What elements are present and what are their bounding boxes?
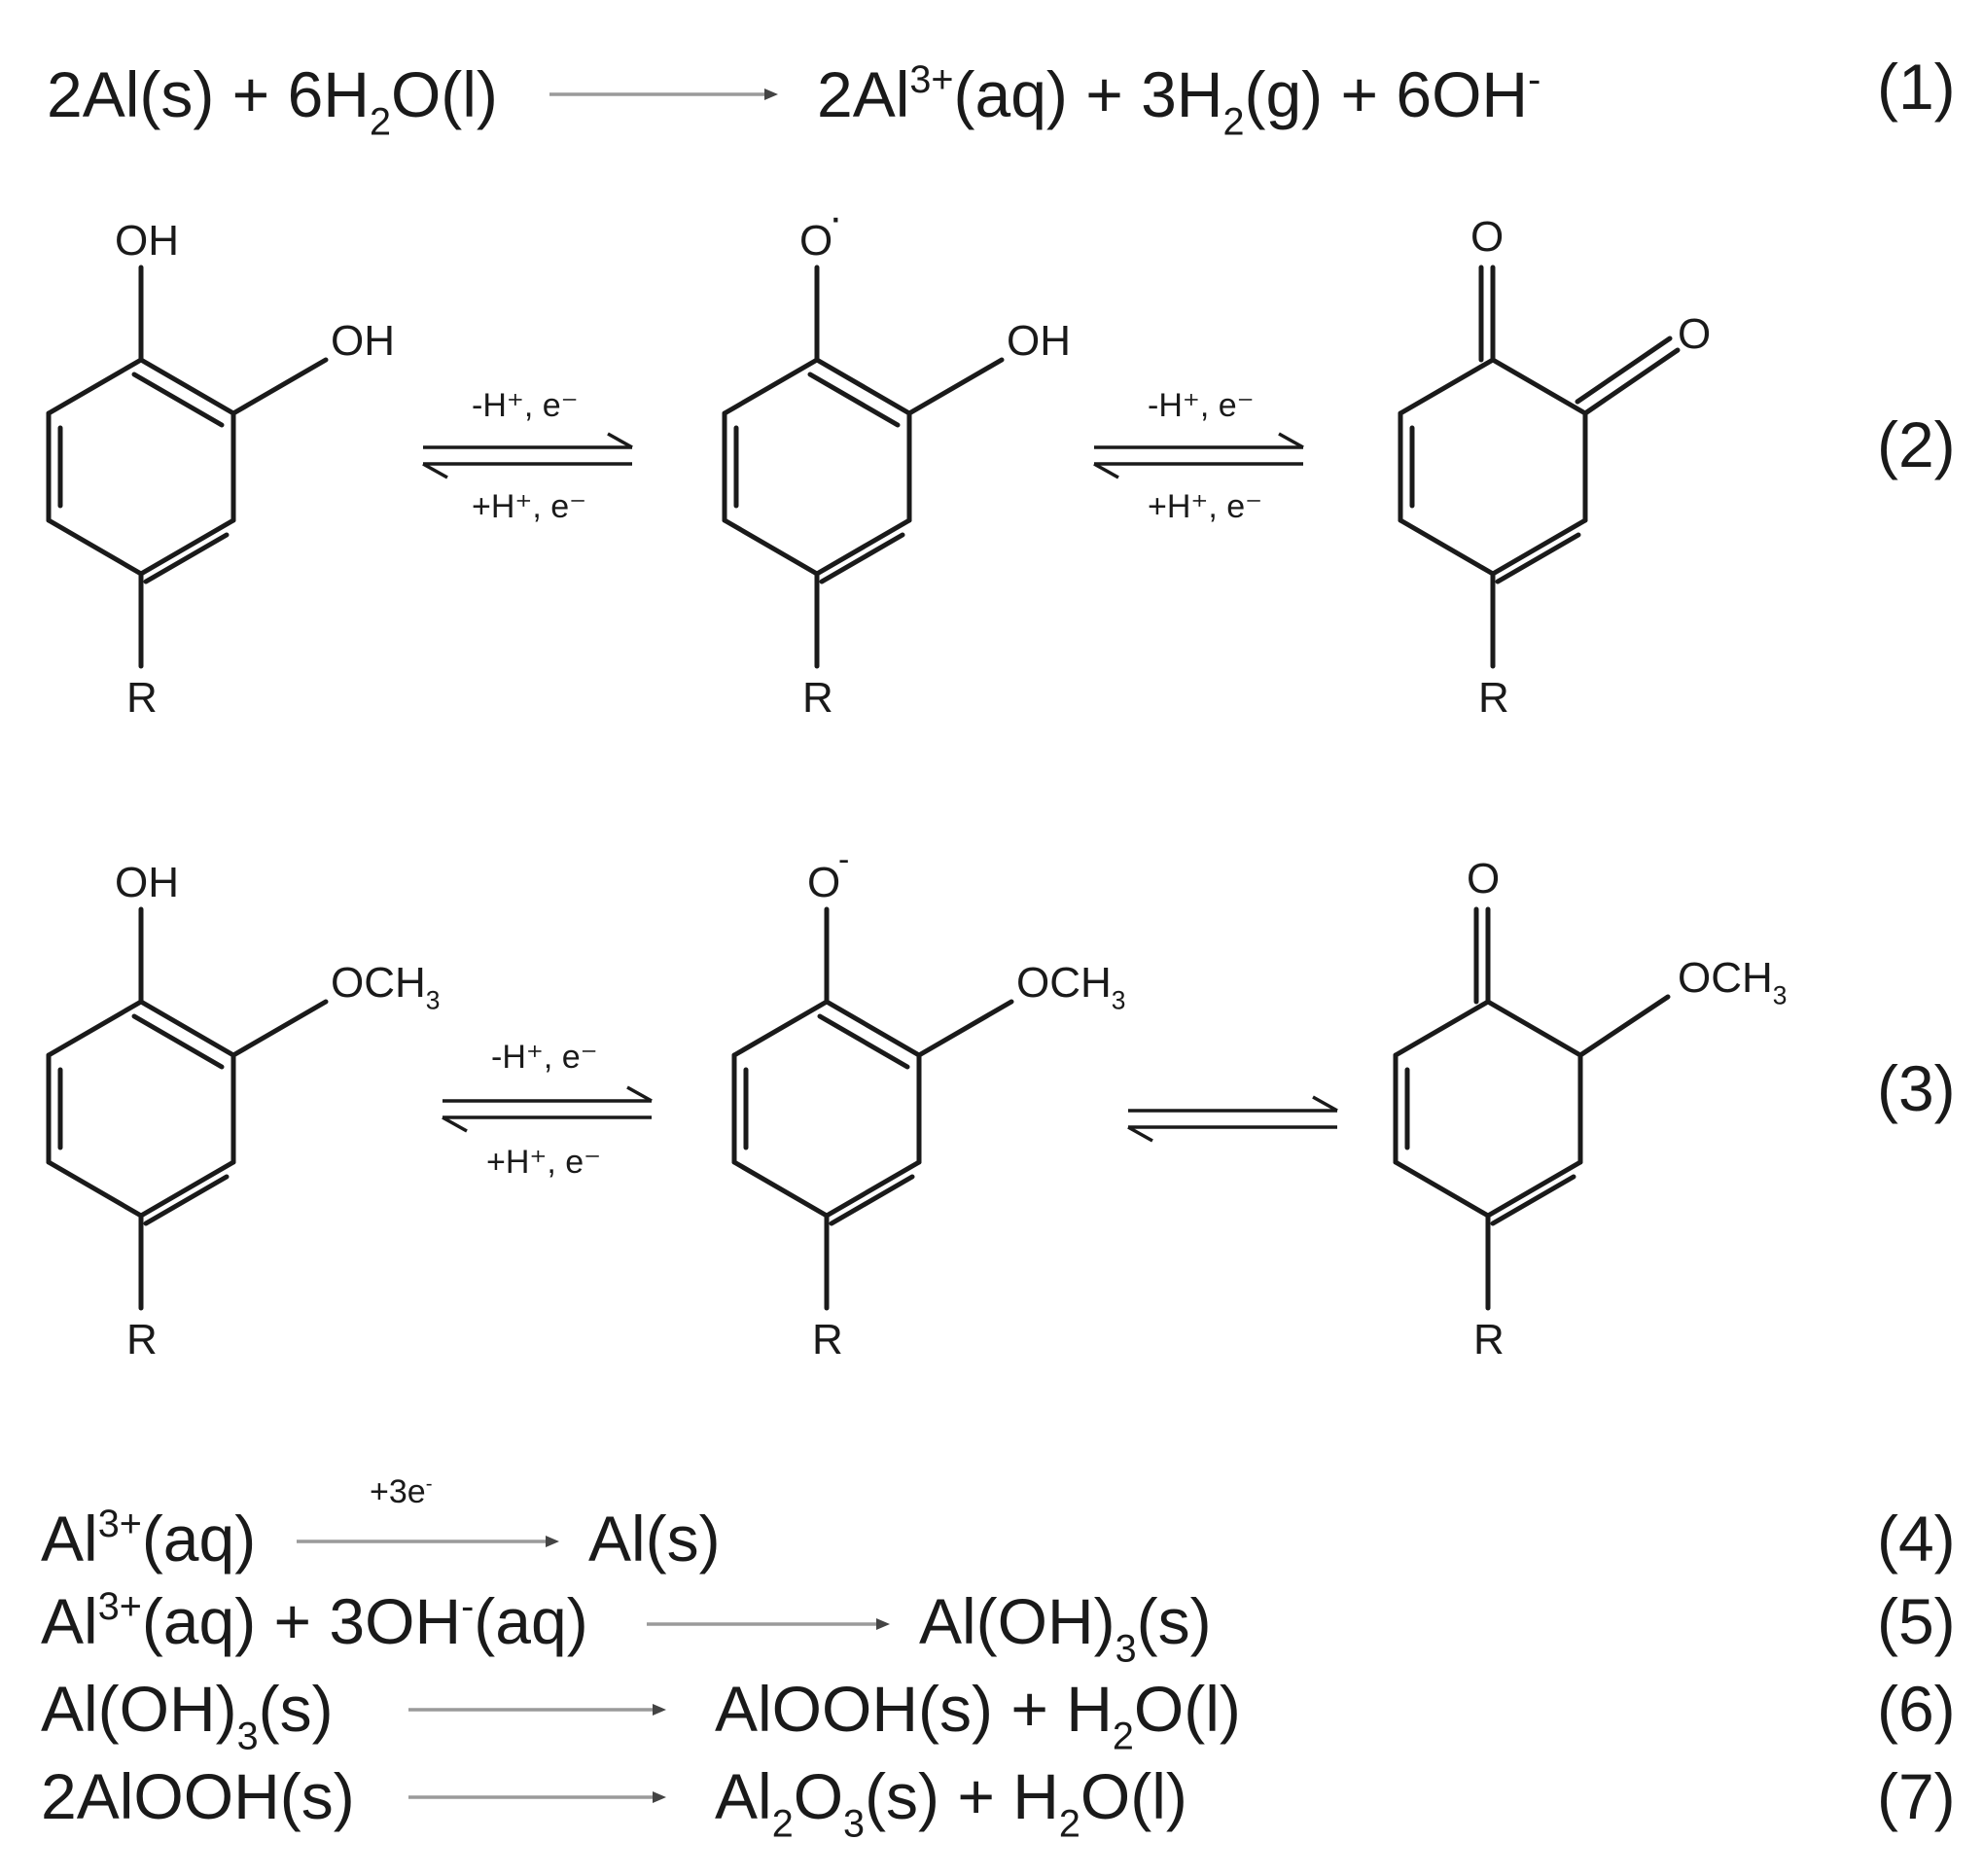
equation-5: Al3+(aq) + 3OH-(aq) Al(OH)3(s) (5)	[41, 1585, 1956, 1671]
equation-3: OH OCH3 R -H⁺, e⁻ +H⁺, e⁻	[46, 841, 1956, 1363]
eq6-number: (6)	[1877, 1673, 1956, 1745]
eq2-mol2-r: R	[802, 674, 833, 722]
eq3-mol3-r: R	[1473, 1316, 1505, 1363]
eq3-mol3-och3: OCH3	[1678, 954, 1787, 1009]
eq2-catechol: OH OH R	[46, 217, 395, 722]
eq2-quinone: O O R	[1398, 213, 1711, 722]
eq6-arrowhead	[653, 1704, 666, 1716]
eq7-reactants: 2AlOOH(s)	[41, 1760, 355, 1832]
eq3-label1-top: -H⁺, e⁻	[491, 1039, 598, 1076]
eq6-products: AlOOH(s) + H2O(l)	[715, 1673, 1241, 1757]
eq5-products: Al(OH)3(s)	[919, 1585, 1212, 1670]
eq3-mol2-och3: OCH3	[1016, 959, 1125, 1014]
eq1-products: 2Al3+(aq) + 3H2(g) + 6OH-	[817, 58, 1540, 144]
eq3-mol2-r: R	[812, 1316, 843, 1363]
eq3-mol1-oh-top: OH	[115, 859, 179, 906]
eq2-mol1-r: R	[126, 674, 158, 722]
eq2-semiquinone: O · OH R	[722, 194, 1071, 722]
eq4-number: (4)	[1877, 1503, 1956, 1575]
eq6-reactants: Al(OH)3(s)	[41, 1673, 334, 1757]
eq2-mol3-o-top: O	[1470, 213, 1504, 261]
eq2-mol1-oh-side: OH	[331, 317, 395, 365]
eq2-label1-bottom: +H⁺, e⁻	[472, 488, 586, 525]
equation-7: 2AlOOH(s) Al2O3(s) + H2O(l) (7)	[41, 1760, 1956, 1845]
eq5-arrowhead	[876, 1618, 890, 1630]
eq3-mol1-och3: OCH3	[331, 959, 440, 1014]
eq2-mol2-radical: ·	[829, 194, 843, 241]
eq4-products: Al(s)	[588, 1503, 721, 1575]
eq3-mol2-charge: -	[838, 841, 849, 878]
eq3-equilibrium-arrow-2	[1127, 1095, 1338, 1143]
eq1-number: (1)	[1877, 51, 1956, 123]
eq2-label1-top: -H⁺, e⁻	[472, 387, 579, 424]
eq2-mol2-oh-side: OH	[1007, 317, 1071, 365]
eq4-arrow-label: +3e-	[370, 1473, 432, 1510]
eq3-mol1-r: R	[126, 1316, 158, 1363]
equation-6: Al(OH)3(s) AlOOH(s) + H2O(l) (6)	[41, 1673, 1956, 1757]
eq1-arrowhead	[764, 88, 778, 100]
eq2-equilibrium-arrow-1: -H⁺, e⁻ +H⁺, e⁻	[422, 387, 633, 525]
eq7-number: (7)	[1877, 1760, 1956, 1832]
eq3-mol2-o-top: O	[807, 859, 840, 906]
eq3-dienone: O OCH3 R	[1393, 855, 1787, 1363]
eq2-equilibrium-arrow-2: -H⁺, e⁻ +H⁺, e⁻	[1093, 387, 1304, 525]
eq2-mol3-o-side: O	[1678, 310, 1711, 358]
eq2-number: (2)	[1877, 408, 1956, 480]
eq5-number: (5)	[1877, 1585, 1956, 1657]
eq5-reactants: Al3+(aq) + 3OH-(aq)	[41, 1585, 588, 1657]
eq2-mol3-r: R	[1478, 674, 1509, 722]
eq3-label1-bottom: +H⁺, e⁻	[486, 1144, 601, 1181]
eq7-arrowhead	[653, 1791, 666, 1803]
equation-4: Al3+(aq) +3e- Al(s) (4)	[41, 1473, 1956, 1575]
eq2-mol2-o-top: O	[799, 217, 832, 265]
eq3-equilibrium-arrow-1: -H⁺, e⁻ +H⁺, e⁻	[442, 1039, 653, 1181]
eq2-mol1-oh-top: OH	[115, 217, 179, 265]
equation-1: 2Al(s) + 6H2O(l) 2Al3+(aq) + 3H2(g) + 6O…	[47, 51, 1956, 143]
eq2-label2-bottom: +H⁺, e⁻	[1148, 488, 1262, 525]
eq3-number: (3)	[1877, 1052, 1956, 1124]
eq4-reactants: Al3+(aq)	[41, 1503, 256, 1575]
eq7-products: Al2O3(s) + H2O(l)	[715, 1760, 1187, 1845]
eq3-guaiacol: OH OCH3 R	[46, 859, 440, 1363]
eq3-mol3-o-top: O	[1467, 855, 1500, 903]
eq4-arrowhead	[546, 1536, 559, 1547]
eq3-phenoxide: O - OCH3 R	[731, 841, 1125, 1363]
equation-2: OH OH R -H⁺, e⁻ +H⁺, e⁻ O	[46, 194, 1956, 722]
eq2-label2-top: -H⁺, e⁻	[1148, 387, 1255, 424]
eq1-reactants: 2Al(s) + 6H2O(l)	[47, 58, 498, 143]
